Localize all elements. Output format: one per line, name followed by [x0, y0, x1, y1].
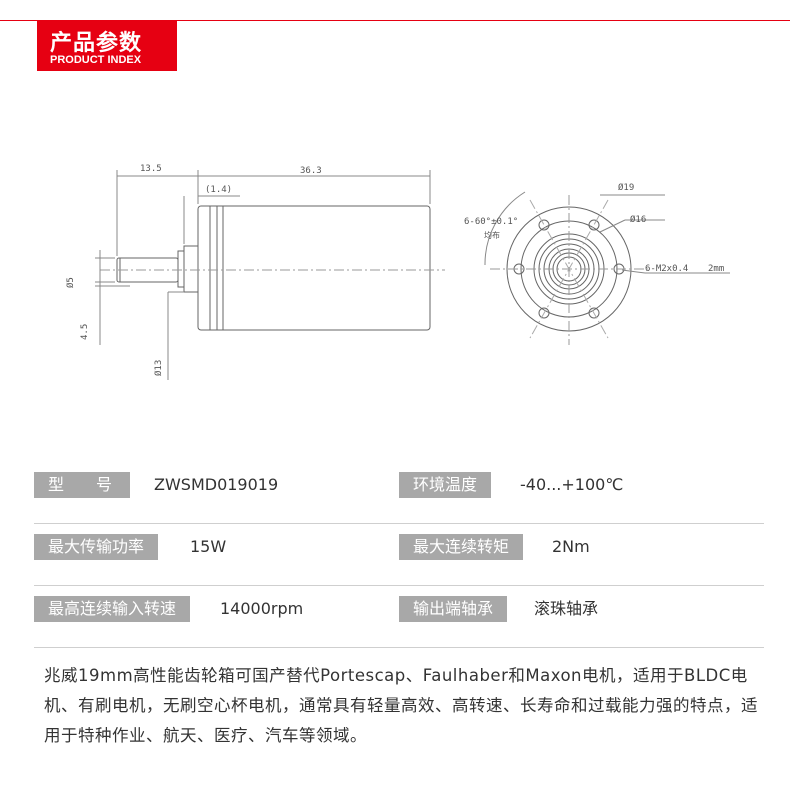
spec-row-1: 型 号 ZWSMD019019 环境温度 -40...+100℃ [34, 462, 764, 524]
gearbox-body [197, 205, 431, 331]
dim-flat: 4.5 [80, 323, 90, 340]
spec-label-model: 型 号 [34, 472, 130, 498]
spec-label-max-power: 最大传输功率 [34, 534, 159, 560]
dim-angle: 6-60°±0.1° [464, 217, 519, 227]
spec-value-ambient-temp: -40...+100℃ [520, 475, 624, 494]
spec-value-max-power: 15W [190, 537, 227, 556]
spec-value-max-torque: 2Nm [552, 537, 590, 556]
row-divider [34, 647, 764, 648]
row-divider [34, 523, 764, 524]
dim-pcd: Ø16 [630, 215, 647, 225]
dim-body-dia: Ø19 [618, 183, 635, 193]
section-title: 产品参数 [50, 31, 143, 56]
technical-drawing: 13.5 36.3 (1.4) Ø5 4.5 Ø13 Ø19 Ø16 6-60°… [0, 140, 790, 400]
product-description: 兆威19mm高性能齿轮箱可国产替代Portescap、Faulhaber和Max… [44, 666, 758, 745]
section-header: 产品参数 PRODUCT INDEX [37, 21, 177, 71]
dim-holes: 6-M2x0.4 [645, 264, 689, 274]
boss [183, 245, 199, 293]
spec-value-bearing: 滚珠轴承 [534, 599, 599, 618]
spec-value-model: ZWSMD019019 [154, 475, 279, 494]
spec-row-3: 最高连续输入转速 14000rpm 输出端轴承 滚珠轴承 [34, 586, 764, 648]
header-rule [0, 20, 790, 21]
dim-shaft-dia: Ø5 [66, 277, 76, 288]
dim-shaft-length: 13.5 [140, 164, 162, 174]
row-divider [34, 585, 764, 586]
dim-total-length: 36.3 [300, 166, 322, 176]
spec-label-max-torque: 最大连续转矩 [399, 534, 524, 560]
spec-row-2: 最大传输功率 15W 最大连续转矩 2Nm [34, 524, 764, 586]
dim-angle-note: 均布 [484, 231, 500, 240]
dim-step: (1.4) [205, 185, 233, 195]
spec-label-bearing: 输出端轴承 [399, 596, 508, 622]
spec-label-ambient-temp: 环境温度 [399, 472, 492, 498]
spec-label-max-speed: 最高连续输入转速 [34, 596, 191, 622]
dim-boss-dia: Ø13 [154, 359, 164, 376]
dim-holes-depth: 2mm [708, 264, 725, 274]
drawing-svg [95, 170, 730, 380]
spec-value-max-speed: 14000rpm [220, 599, 304, 618]
section-subtitle: PRODUCT INDEX [50, 54, 142, 66]
